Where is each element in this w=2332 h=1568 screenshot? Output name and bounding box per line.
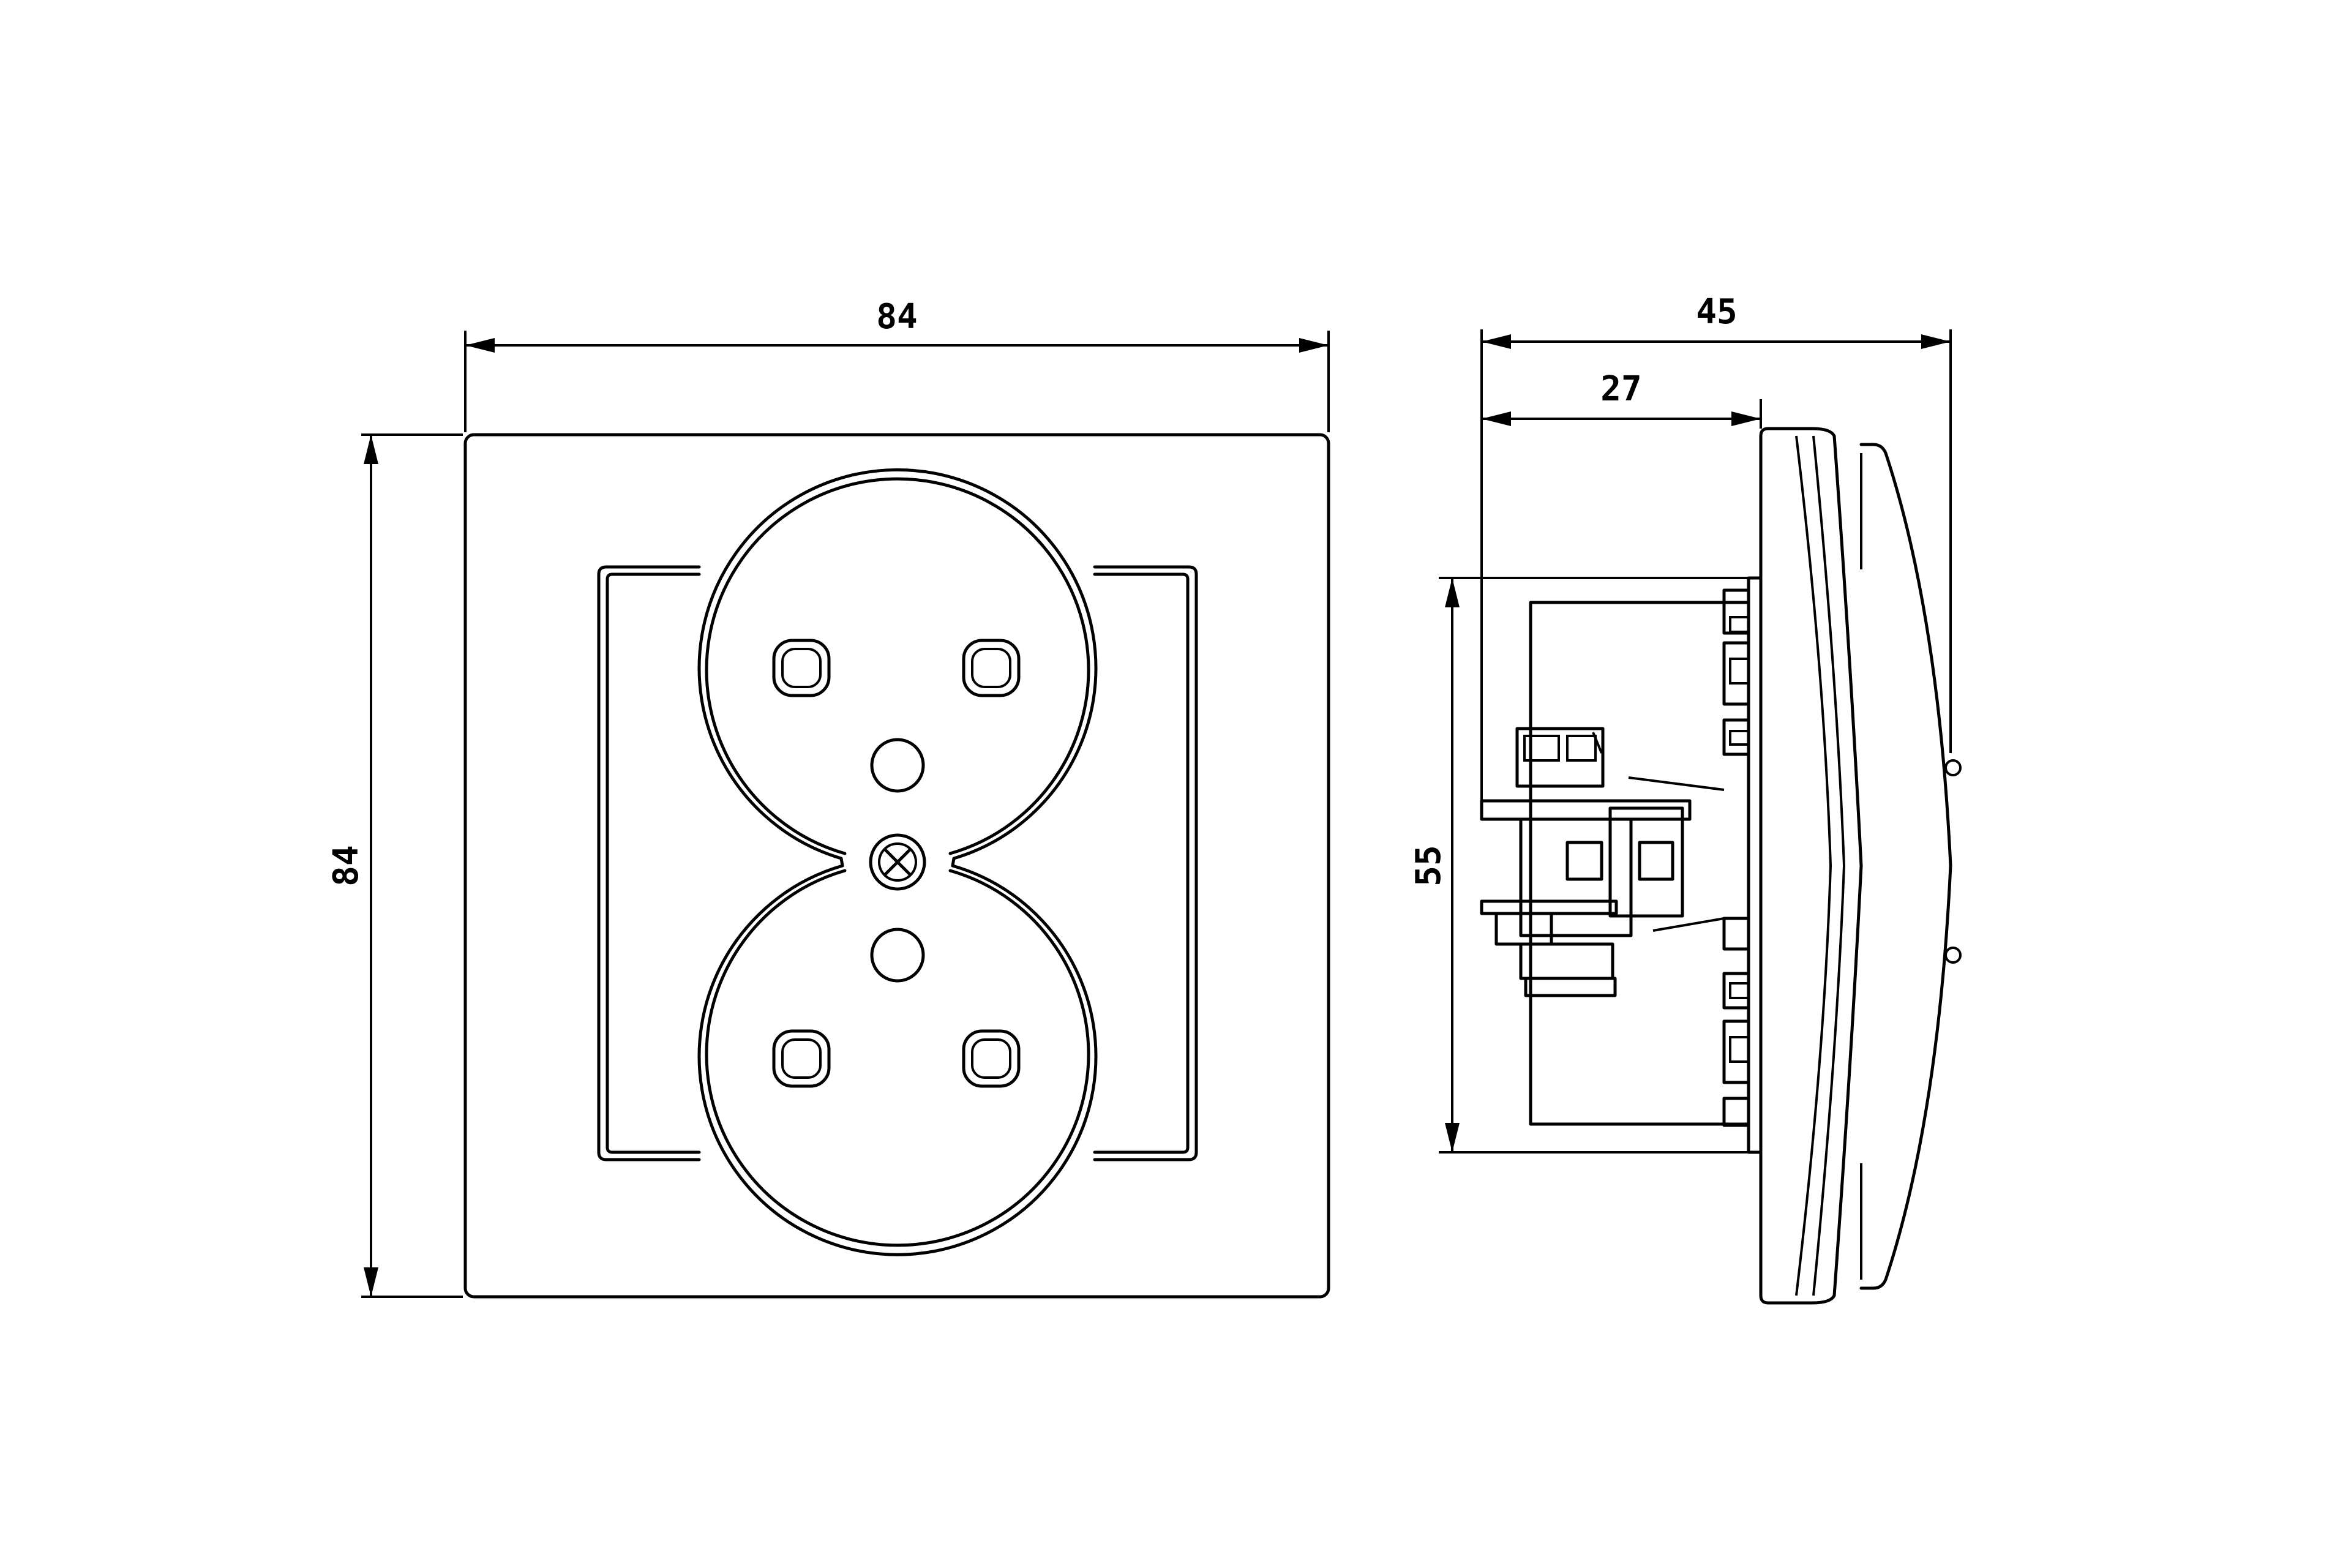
pin-hole-lower-right	[962, 1029, 1021, 1088]
pin-hole-upper-left-inner	[781, 648, 822, 688]
pin-hole-upper-right-inner	[971, 648, 1011, 688]
cover-plate	[463, 433, 1330, 1299]
dimension-front-height: 84	[326, 433, 463, 1298]
dimension-front-width: 84	[464, 297, 1330, 432]
frame-bracket-right	[1093, 565, 1198, 1161]
double-socket-outline	[697, 468, 1098, 1256]
side-clip-top	[1944, 759, 1962, 776]
lower-socket	[772, 928, 1021, 1088]
upper-socket	[772, 639, 1021, 793]
frame-bracket-left	[597, 565, 701, 1161]
earth-pin-upper	[870, 738, 925, 793]
dimension-side-depth-total: 45	[1480, 292, 1952, 801]
cover-outer-curve	[1859, 443, 1952, 1290]
side-view: 45 27 55	[1409, 292, 1962, 1305]
back-terminal-block	[1480, 727, 1725, 997]
double-socket-outline-inner	[705, 477, 1090, 1247]
mechanism-body	[1529, 601, 1750, 1126]
dimension-front-width-label: 84	[876, 297, 917, 337]
earth-pin-lower	[870, 928, 925, 983]
dimension-side-depth-body-label: 27	[1600, 369, 1641, 409]
dimension-side-height-body-label: 55	[1409, 845, 1449, 886]
dimension-side-depth-body: 27	[1482, 369, 1762, 429]
pin-hole-lower-left	[772, 1029, 831, 1088]
cover-profile	[1759, 427, 1863, 1305]
cover-profile-inner-2	[1812, 435, 1846, 1296]
center-screw	[869, 833, 926, 891]
pin-hole-lower-right-inner	[971, 1038, 1011, 1079]
terminal-clips	[1722, 588, 1750, 1127]
dimension-side-depth-total-label: 45	[1696, 292, 1737, 332]
cover-profile-inner-1	[1795, 435, 1832, 1296]
side-clip-bottom	[1944, 947, 1962, 964]
dimension-side-height-body: 55	[1409, 577, 1749, 1153]
pin-hole-lower-left-inner	[781, 1038, 822, 1079]
front-view: 84 84	[326, 297, 1330, 1299]
dimension-front-height-label: 84	[326, 845, 366, 886]
mounting-plate	[1747, 576, 1763, 1154]
pin-hole-upper-left	[772, 639, 831, 697]
pin-hole-upper-right	[962, 639, 1021, 697]
